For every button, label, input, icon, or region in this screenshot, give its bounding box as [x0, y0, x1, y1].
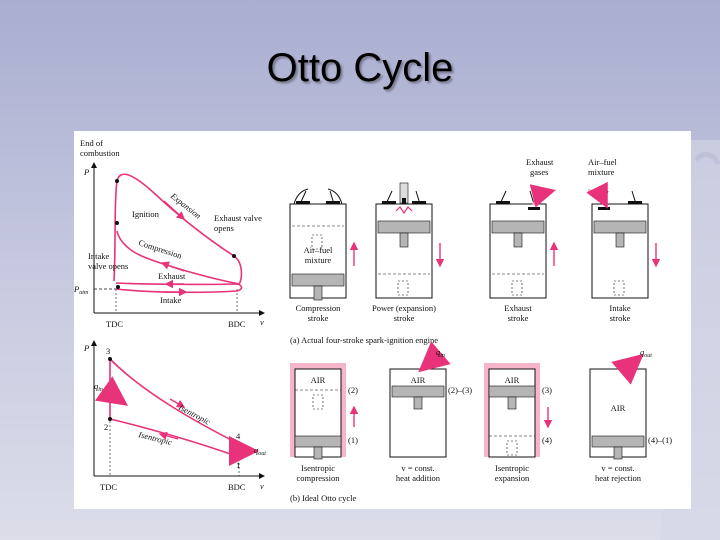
power-cylinder: [375, 182, 445, 299]
upper-arrow: [169, 398, 186, 408]
heat-rejection-cylinder: AIR qout (4)–(1): [589, 347, 672, 460]
piston: [291, 273, 345, 287]
state-3-point: [108, 357, 112, 361]
lower-arrow: [158, 431, 179, 440]
ideal-cycle-curve: [109, 357, 240, 459]
bdc-label: BDC: [228, 482, 246, 492]
isentropic-upper-label: Isentropic: [176, 401, 212, 426]
bdc-label: BDC: [228, 319, 246, 329]
piston: [593, 220, 647, 234]
exhaust-valve-point: [232, 254, 236, 258]
heat-addition-cylinder: AIR qin (2)–(3): [389, 341, 472, 458]
expansion-arrow: [163, 200, 186, 220]
state-4-1-tag: (4)–(1): [648, 435, 672, 445]
q-in-label: qin: [436, 347, 445, 359]
expansion-label: Expansion: [168, 190, 203, 221]
v-axis-label: v: [260, 481, 264, 491]
piston: [488, 385, 536, 398]
state-4-label: 4: [236, 431, 241, 441]
q-in-label: qin: [94, 381, 103, 393]
caption-a: (a) Actual four-stroke spark-ignition en…: [290, 335, 438, 345]
slide-title: Otto Cycle: [266, 46, 454, 90]
caption-b: (b) Ideal Otto cycle: [290, 493, 357, 503]
exhaust-label: Exhaust: [158, 271, 186, 281]
piston: [591, 435, 645, 448]
isentropic-expansion-cylinder: AIR (3) (4): [484, 363, 553, 458]
state-1-point: [237, 455, 241, 459]
q-out-label: qout: [254, 445, 266, 457]
air-label: AIR: [611, 403, 626, 413]
piston: [491, 220, 545, 234]
q-out-arrow: [611, 353, 644, 385]
tdc-label: TDC: [106, 319, 123, 329]
q-out-label: qout: [640, 347, 652, 359]
state-3-tag: (3): [542, 385, 552, 395]
patm-label: Patm: [74, 284, 89, 296]
state-2-label: 2: [104, 422, 108, 432]
state-2-3-tag: (2)–(3): [448, 385, 472, 395]
state-4-point: [237, 442, 241, 446]
state-3-label: 3: [106, 346, 110, 356]
state-2-tag: (2): [348, 385, 358, 395]
cycle-curve: [113, 173, 243, 285]
air-label: AIR: [311, 375, 326, 385]
q-in-arrow: [418, 341, 451, 373]
heat-addition-caption: v = const.heat addition: [396, 463, 441, 483]
v-axis-label: v: [260, 317, 264, 327]
tdc-label: TDC: [100, 482, 117, 492]
piston: [391, 385, 445, 398]
state-2-point: [108, 417, 112, 421]
state-4-tag: (4): [542, 435, 552, 445]
end-combustion-point: [115, 179, 119, 183]
p-axis-label: P: [83, 167, 89, 177]
piston: [377, 220, 431, 234]
state-1-tag: (1): [348, 435, 358, 445]
air-label: AIR: [505, 375, 520, 385]
ideal-pv-diagram: P v TDC BDC 1 2 3 4 qin qout Isentropic …: [83, 340, 266, 492]
power-stroke-caption: Power (expansion)stroke: [372, 303, 436, 323]
piston: [294, 435, 342, 448]
intake-valve-point: [116, 285, 120, 289]
q-in-arrow: [94, 376, 129, 406]
isentropic-lower-label: Isentropic: [137, 429, 174, 447]
isentropic-compression-cylinder: AIR (2) (1): [290, 363, 359, 460]
air-fuel-flow: [586, 181, 608, 209]
state-1-label: 1: [236, 460, 240, 470]
compression-arrow: [160, 261, 185, 272]
air-label: AIR: [411, 375, 426, 385]
ignition-point: [115, 221, 119, 225]
exhaust-gas-flow: [529, 184, 556, 208]
p-axis-label: P: [83, 343, 89, 353]
heat-rejection-caption: v = const.heat rejection: [595, 463, 642, 483]
ignition-label: Ignition: [132, 209, 160, 219]
ideal-otto-cylinders: AIR (2) (1) AIR qin (2)–(3) AIR: [290, 341, 672, 503]
intake-label: Intake: [160, 295, 181, 305]
